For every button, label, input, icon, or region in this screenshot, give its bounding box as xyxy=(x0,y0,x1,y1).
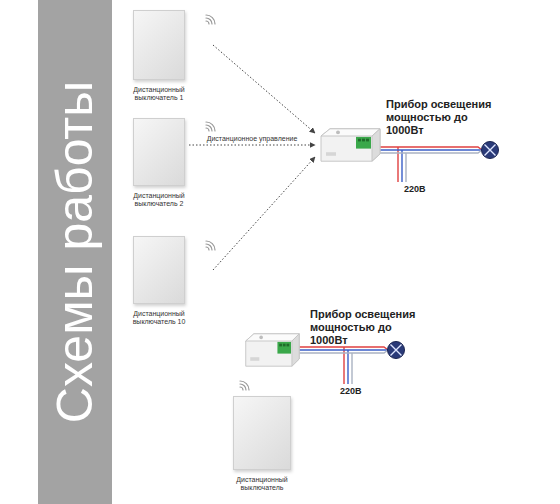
switch-label: Дистанционный выключатель 1 xyxy=(111,86,207,102)
voltage-label: 220В xyxy=(340,386,362,396)
supply-wires xyxy=(344,147,406,384)
title: Схемы работы xyxy=(46,81,104,423)
power-wires xyxy=(380,147,482,153)
lamp-symbol xyxy=(386,340,406,360)
wall-switch: Дистанционный выключатель 1 xyxy=(133,10,185,80)
lamp-symbol xyxy=(480,140,500,160)
fixture-label: Прибор освещения мощностью до 1000Вт xyxy=(310,308,422,347)
power-wires xyxy=(299,347,388,353)
wall-switch: Дистанционный выключатель 2 xyxy=(133,118,185,186)
edge-label: Дистанционное управление xyxy=(205,135,300,142)
relay-module xyxy=(243,332,301,368)
wall-switch: Дистанционный выключатель xyxy=(233,396,291,470)
remote-signal-arrow xyxy=(213,45,315,133)
wifi-icons xyxy=(206,15,249,390)
voltage-label: 220В xyxy=(404,184,426,194)
remote-signal-arrow xyxy=(213,157,315,270)
switch-label: Дистанционный выключатель xyxy=(214,476,310,492)
light-fixture: Прибор освещения мощностью до 1000Вт xyxy=(310,308,422,347)
relay-body xyxy=(318,127,382,163)
wall-switch: Дистанционный выключатель 10 xyxy=(133,236,185,304)
relay-body xyxy=(243,332,301,368)
title-band: Схемы работы xyxy=(38,0,112,504)
relay-module xyxy=(318,127,382,163)
fixture-label: Прибор освещения мощностью до 1000Вт xyxy=(386,98,498,137)
light-fixture: Прибор освещения мощностью до 1000Вт xyxy=(386,98,498,137)
remote-signal-arrow xyxy=(189,145,315,146)
switch-label: Дистанционный выключатель 2 xyxy=(111,192,207,208)
switch-label: Дистанционный выключатель 10 xyxy=(111,310,207,326)
